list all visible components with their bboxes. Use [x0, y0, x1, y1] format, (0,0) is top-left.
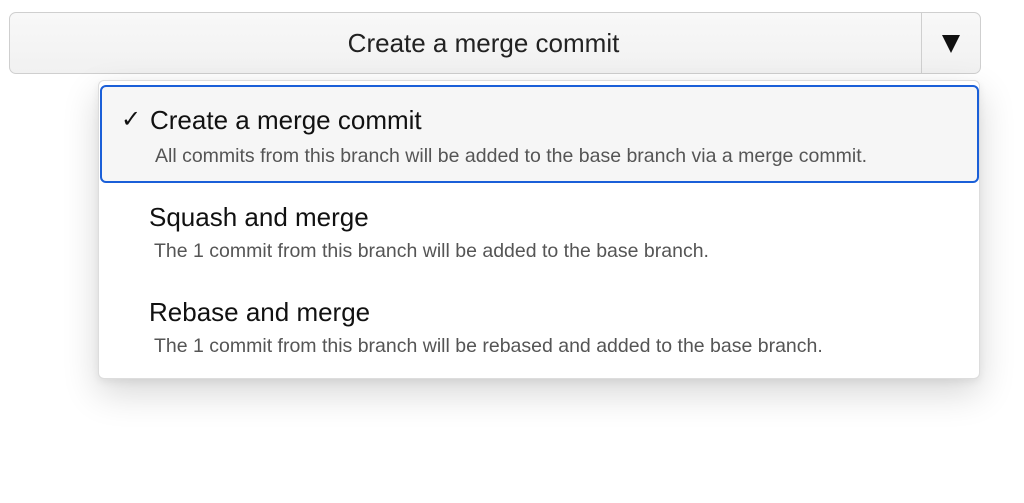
merge-button[interactable]: Create a merge commit: [347, 27, 620, 58]
merge-options-toggle[interactable]: [921, 13, 980, 73]
menu-item-title: Squash and merge: [149, 202, 369, 232]
menu-item-title: Rebase and merge: [149, 297, 371, 327]
menu-item-description: The 1 commit from this branch will be re…: [154, 335, 823, 357]
menu-item-description: The 1 commit from this branch will be ad…: [154, 240, 709, 262]
menu-item-rebase-and-merge[interactable]: Rebase and merge The 1 commit from this …: [99, 280, 979, 378]
menu-item-title: Create a merge commit: [150, 105, 422, 135]
check-icon: ✓: [121, 106, 142, 133]
merge-options-menu: ✓ Create a merge commit All commits from…: [98, 80, 980, 379]
menu-item-create-merge-commit[interactable]: ✓ Create a merge commit All commits from…: [100, 85, 979, 183]
merge-split-button: Create a merge commit: [9, 12, 981, 74]
menu-item-squash-and-merge[interactable]: Squash and merge The 1 commit from this …: [99, 185, 979, 280]
menu-item-description: All commits from this branch will be add…: [155, 145, 868, 167]
caret-down-icon: [942, 35, 960, 53]
